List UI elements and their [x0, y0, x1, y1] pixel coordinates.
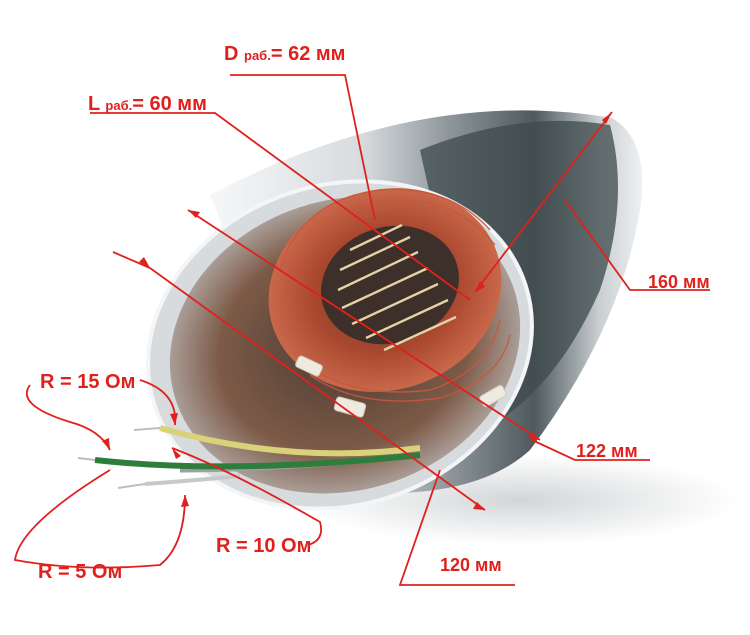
label-r15: R = 15 Ом	[40, 371, 136, 393]
label-d-sub: раб.	[244, 48, 271, 63]
dimension-arrows	[102, 112, 612, 510]
label-160mm: 160 мм	[648, 272, 710, 292]
stator-slots	[337, 223, 457, 352]
label-l-prefix: L	[88, 93, 100, 115]
dimension-lines	[13, 74, 710, 586]
coil-strands	[279, 188, 511, 402]
label-l-value: = 60 мм	[132, 93, 207, 115]
label-r5: R = 5 Ом	[38, 561, 123, 583]
wire-green	[94, 452, 421, 470]
wire-tips	[77, 427, 161, 489]
insulation-pads	[295, 355, 507, 418]
label-120mm: 120 мм	[440, 555, 502, 575]
label-l-sub: раб.	[105, 98, 133, 113]
label-l-work: L раб.= 60 мм	[88, 94, 207, 114]
label-d-value: = 62 мм	[270, 43, 346, 65]
label-d-work: D раб.= 62 мм	[224, 44, 345, 64]
label-d-prefix: D	[224, 43, 239, 65]
label-122mm: 122 мм	[576, 441, 638, 461]
label-r10: R = 10 Ом	[216, 535, 312, 557]
wire-yellow	[159, 425, 421, 457]
